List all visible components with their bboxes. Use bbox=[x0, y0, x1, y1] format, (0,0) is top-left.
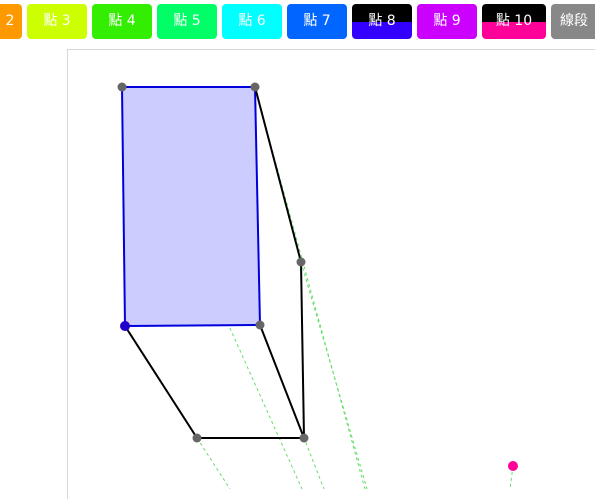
point-4-button[interactable]: 點 4 bbox=[92, 4, 152, 39]
guide-line bbox=[196, 437, 231, 489]
guide-line bbox=[259, 324, 325, 489]
point-3-button[interactable]: 點 3 bbox=[27, 4, 87, 39]
point-7-button[interactable]: 點 7 bbox=[287, 4, 347, 39]
button-label: 2 bbox=[5, 13, 15, 29]
button-color bbox=[287, 4, 347, 39]
button-color bbox=[92, 4, 152, 39]
point-6-button[interactable]: 點 6 bbox=[222, 4, 282, 39]
edge[interactable] bbox=[300, 261, 305, 439]
vertex-point[interactable] bbox=[299, 433, 309, 443]
vertex-point[interactable] bbox=[250, 82, 260, 92]
button-color bbox=[27, 4, 87, 39]
button-color-bottom bbox=[352, 21, 412, 39]
vertex-point[interactable] bbox=[255, 320, 265, 330]
edge[interactable] bbox=[254, 86, 302, 263]
button-label: 點 5 bbox=[173, 13, 201, 29]
vertex-point[interactable] bbox=[192, 433, 202, 443]
edge[interactable] bbox=[124, 325, 198, 439]
point-pink[interactable] bbox=[508, 461, 518, 471]
button-color-top bbox=[482, 4, 546, 22]
point-5-button[interactable]: 點 5 bbox=[157, 4, 217, 39]
button-label: 點 3 bbox=[43, 13, 71, 29]
vertex-point-blue[interactable] bbox=[120, 321, 130, 331]
button-label: 線段 bbox=[560, 13, 588, 29]
button-label: 點 6 bbox=[238, 13, 266, 29]
button-label: 點 4 bbox=[108, 13, 136, 29]
button-label: 點 10 bbox=[495, 13, 533, 29]
segment-button[interactable]: 線段 bbox=[551, 4, 595, 39]
button-color-top bbox=[352, 4, 412, 22]
button-label: 點 8 bbox=[368, 13, 396, 29]
button-label: 點 9 bbox=[433, 13, 461, 29]
button-color bbox=[222, 4, 282, 39]
point-8-button[interactable]: 點 8 bbox=[352, 4, 412, 39]
point-2-button[interactable]: 2 bbox=[0, 4, 22, 39]
geometry-drawing bbox=[117, 82, 518, 489]
toolbar: 2 點 3 點 4 點 5 點 6 點 7 點 8 點 9 點 10 線段 bbox=[0, 0, 595, 44]
edge[interactable] bbox=[259, 324, 305, 439]
point-9-button[interactable]: 點 9 bbox=[417, 4, 477, 39]
vertex-point[interactable] bbox=[117, 82, 127, 92]
button-color bbox=[0, 4, 22, 39]
point-10-button[interactable]: 點 10 bbox=[482, 4, 546, 39]
button-color bbox=[417, 4, 477, 39]
button-color-bottom bbox=[482, 21, 546, 39]
front-face[interactable] bbox=[120, 86, 262, 328]
button-color bbox=[157, 4, 217, 39]
vertex-point[interactable] bbox=[296, 257, 306, 267]
button-label: 點 7 bbox=[303, 13, 331, 29]
button-color bbox=[551, 4, 595, 39]
guide-line bbox=[509, 465, 514, 489]
